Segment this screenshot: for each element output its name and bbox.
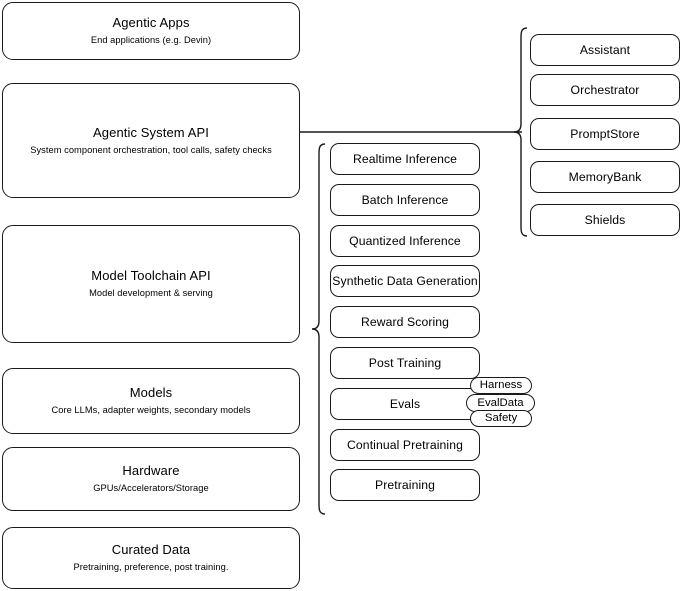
layer-subtitle: Model development & serving	[89, 288, 213, 298]
eval-pill-label: EvalData	[477, 396, 524, 409]
component-label: Pretraining	[374, 478, 436, 492]
component-label: MemoryBank	[568, 170, 642, 184]
component-label: Quantized Inference	[349, 234, 461, 248]
layer-agentic-apps[interactable]: Agentic Apps End applications (e.g. Devi…	[2, 2, 300, 60]
component-label: Realtime Inference	[352, 152, 458, 166]
layer-title: Model Toolchain API	[91, 268, 211, 283]
component-post-training[interactable]: Post Training	[330, 347, 480, 379]
component-quantized-inference[interactable]: Quantized Inference	[330, 225, 480, 257]
component-orchestrator[interactable]: Orchestrator	[530, 74, 680, 106]
eval-pill-label: Harness	[479, 379, 523, 391]
layer-title: Hardware	[122, 463, 180, 478]
component-promptstore[interactable]: PromptStore	[530, 118, 680, 150]
system-brace	[513, 27, 529, 237]
component-label: PromptStore	[570, 127, 640, 141]
layer-title: Agentic Apps	[112, 15, 190, 30]
eval-pill-harness[interactable]: Harness	[470, 377, 532, 394]
layer-title: Agentic System API	[93, 124, 209, 140]
agentic-system-api-connector	[300, 126, 522, 138]
eval-pill-label: Safety	[484, 412, 518, 424]
layer-subtitle: GPUs/Accelerators/Storage	[93, 483, 209, 493]
toolchain-brace	[311, 143, 327, 515]
component-evals[interactable]: Evals	[330, 388, 480, 420]
component-assistant[interactable]: Assistant	[530, 34, 680, 66]
layer-curated-data[interactable]: Curated Data Pretraining, preference, po…	[2, 527, 300, 589]
component-pretraining[interactable]: Pretraining	[330, 469, 480, 501]
layer-model-toolchain-api[interactable]: Model Toolchain API Model development & …	[2, 225, 300, 343]
component-memorybank[interactable]: MemoryBank	[530, 161, 680, 193]
component-label: Post Training	[368, 356, 442, 370]
component-reward-scoring[interactable]: Reward Scoring	[330, 306, 480, 338]
layer-title: Curated Data	[111, 542, 191, 557]
layer-subtitle: End applications (e.g. Devin)	[90, 35, 212, 45]
component-label: Continual Pretraining	[347, 438, 463, 452]
component-realtime-inference[interactable]: Realtime Inference	[330, 143, 480, 175]
component-label: Evals	[389, 397, 421, 411]
component-continual-pretraining[interactable]: Continual Pretraining	[330, 429, 480, 461]
component-label: Orchestrator	[570, 83, 640, 97]
component-label: Assistant	[579, 43, 631, 57]
eval-pill-safety[interactable]: Safety	[470, 410, 532, 427]
component-label: Batch Inference	[361, 193, 449, 207]
layer-agentic-system-api[interactable]: Agentic System API System component orch…	[2, 83, 300, 198]
component-batch-inference[interactable]: Batch Inference	[330, 184, 480, 216]
component-shields[interactable]: Shields	[530, 204, 680, 236]
layer-hardware[interactable]: Hardware GPUs/Accelerators/Storage	[2, 447, 300, 511]
component-label: Synthetic Data Generation	[332, 274, 478, 288]
component-label: Reward Scoring	[360, 315, 450, 329]
eval-pill-evaldata[interactable]: EvalData	[466, 394, 535, 412]
layer-models[interactable]: Models Core LLMs, adapter weights, secon…	[2, 368, 300, 434]
layer-subtitle: System component orchestration, tool cal…	[30, 144, 272, 155]
layer-title: Models	[129, 385, 173, 400]
layer-subtitle: Pretraining, preference, post training.	[73, 562, 229, 572]
component-synthetic-data-generation[interactable]: Synthetic Data Generation	[330, 265, 480, 297]
layer-subtitle: Core LLMs, adapter weights, secondary mo…	[51, 405, 251, 415]
component-label: Shields	[584, 213, 626, 227]
